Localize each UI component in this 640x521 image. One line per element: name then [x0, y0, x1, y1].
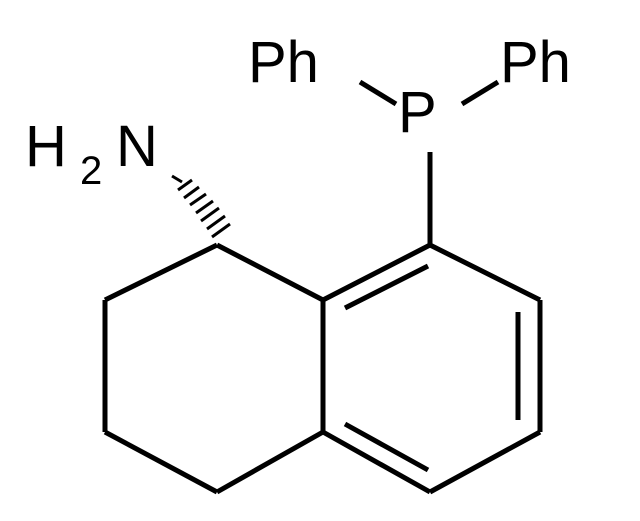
phenyl-label-right: Ph [500, 30, 571, 95]
bond-c8a-c8 [321, 242, 432, 303]
amine-h-label: H [25, 114, 67, 179]
hashed-wedge-bond-c-n [171, 174, 231, 239]
amine-h-subscript: 2 [80, 149, 102, 193]
bond-c6-c5 [428, 429, 542, 495]
bond-p-phenyl-right [460, 79, 500, 107]
bond-c4-c4a [215, 429, 325, 495]
bond-c5-c4a [321, 429, 432, 495]
bond-c8-c7 [428, 242, 542, 303]
bond-p-phenyl-left [358, 79, 398, 107]
bond-c8a-c1 [215, 242, 325, 303]
amine-n-label: N [116, 114, 158, 179]
bond-c1-c2 [103, 242, 219, 303]
bond-c3-c4 [103, 429, 219, 495]
phenyl-label-left: Ph [248, 30, 319, 95]
bond-c8a-c8-inner [343, 263, 430, 311]
bond-c5-c4a-inner [343, 421, 430, 473]
phosphorus-label: P [398, 80, 437, 145]
